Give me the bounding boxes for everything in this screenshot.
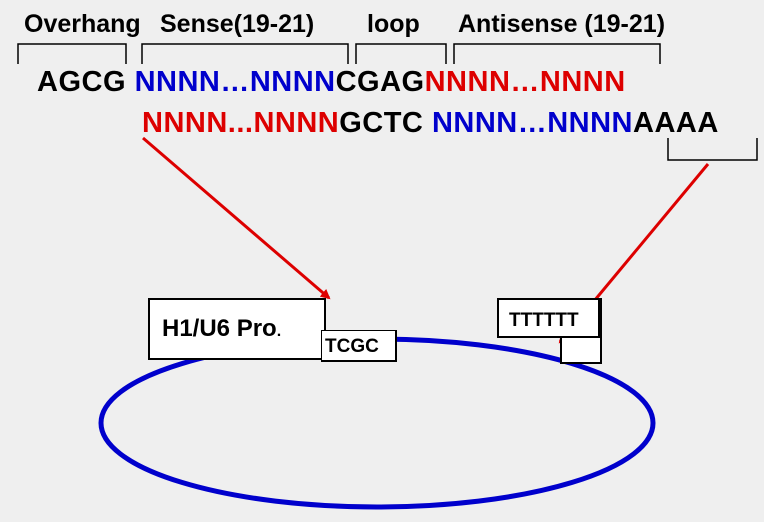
sense-header: Sense(19-21) xyxy=(160,10,315,38)
sticky-end-label: TCGC xyxy=(325,336,379,357)
promoter-dot: . xyxy=(276,323,282,340)
overhang-header: Overhang xyxy=(24,10,141,38)
sense-bracket xyxy=(141,43,349,64)
antisense-header: Antisense (19-21) xyxy=(458,10,666,38)
antisense-bracket xyxy=(453,43,661,64)
bottom-strand: NNNN...NNNNGCTC NNNN…NNNNAAAA xyxy=(142,107,719,140)
arrow-to-promoter xyxy=(142,136,331,300)
bottom-tail: AAAA xyxy=(633,107,719,139)
top-antisense: NNNN…NNNN xyxy=(424,66,626,98)
top-loop: CGAG xyxy=(335,66,425,98)
bottom-antisense-complement: NNNN…NNNN xyxy=(431,107,633,139)
sticky-end-box: TCGC xyxy=(321,330,397,362)
loop-header: loop xyxy=(367,10,420,38)
promoter-label: H1/U6 Pro xyxy=(162,315,277,342)
terminator-box: TTTTTT xyxy=(497,298,600,338)
plasmid-ring xyxy=(98,336,656,510)
bottom-sense-complement: NNNN...NNNN xyxy=(142,107,340,139)
tail-bracket xyxy=(667,138,758,161)
top-strand: AGCG NNNN…NNNNCGAGNNNN…NNNN xyxy=(37,66,626,99)
terminator-label: TTTTTT xyxy=(509,310,579,331)
promoter-box: H1/U6 Pro. xyxy=(148,298,326,360)
bottom-loop-complement: GCTC xyxy=(339,107,424,139)
loop-bracket xyxy=(355,43,447,64)
overhang-bracket xyxy=(17,43,127,64)
top-overhang: AGCG xyxy=(37,66,126,98)
top-sense: NNNN…NNNN xyxy=(134,66,336,98)
